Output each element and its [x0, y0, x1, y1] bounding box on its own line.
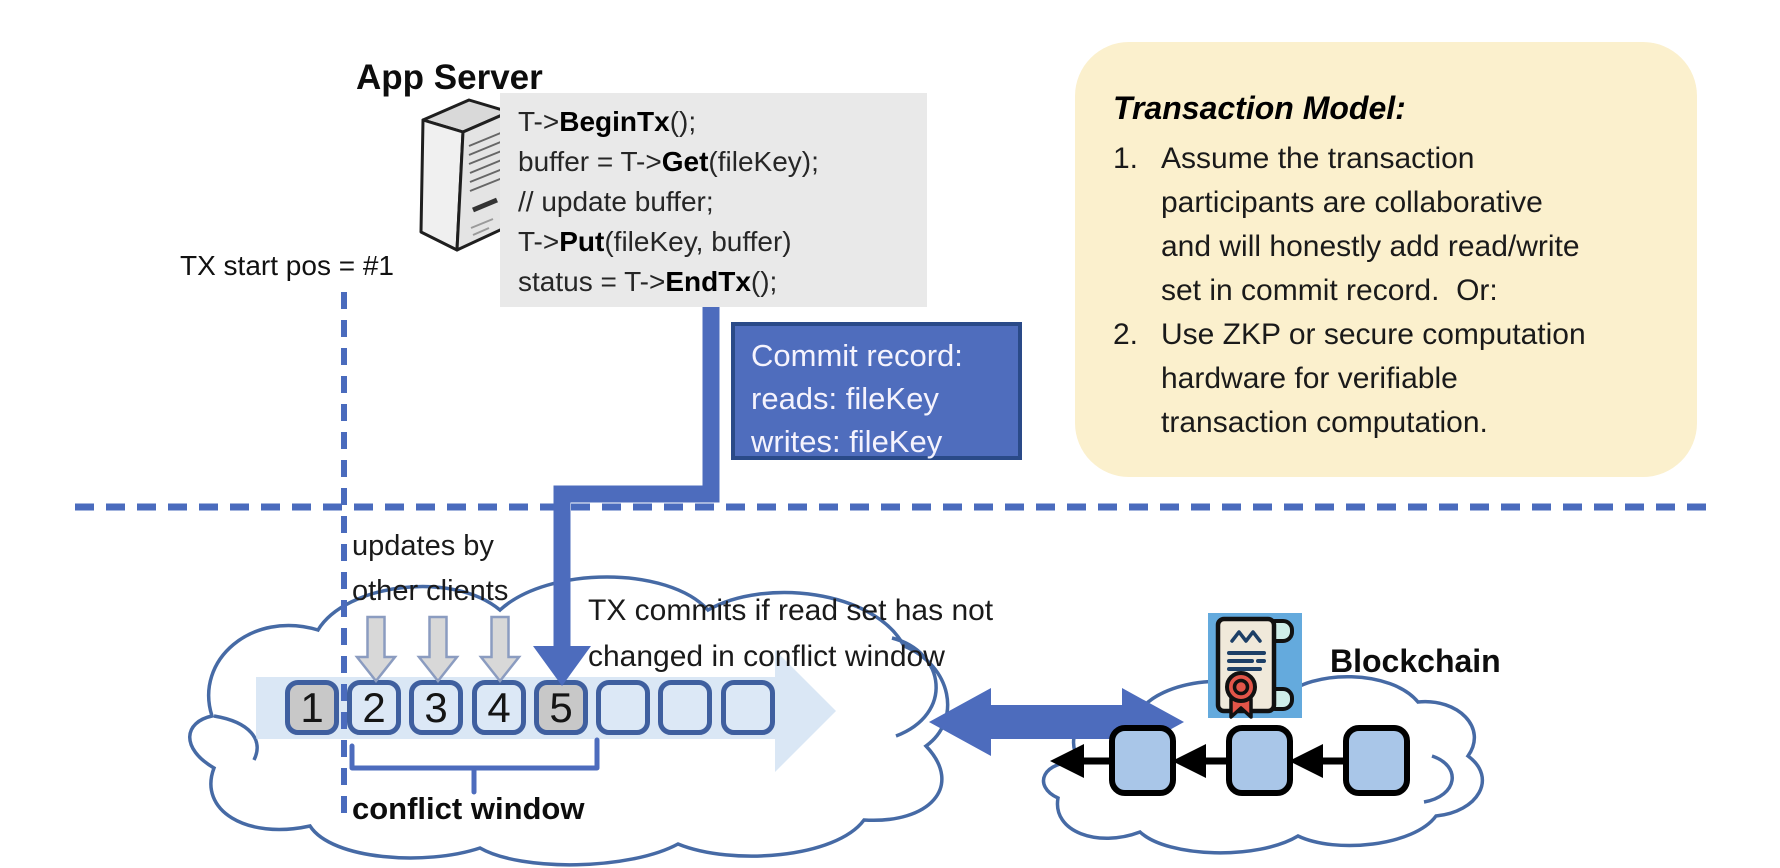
transaction-model-note: Transaction Model: 1. Assume the transac… — [1075, 42, 1697, 477]
updates-by-other-clients-label: updates by other clients — [352, 530, 509, 607]
timeline-block-2: 2 — [347, 680, 401, 735]
cloud-curl-right — [891, 636, 938, 738]
tx-commits-label: TX commits if read set has not changed i… — [588, 594, 994, 673]
code-line: buffer = T->Get(fileKey); — [518, 146, 819, 177]
timeline-block-7 — [658, 680, 712, 735]
blockchain-label: Blockchain — [1330, 643, 1501, 679]
cloud-curl-left — [213, 714, 259, 761]
commit-record-reads: reads: fileKey — [751, 381, 939, 416]
timeline-block-4: 4 — [472, 680, 526, 735]
blockchain-cloud — [1041, 674, 1484, 855]
transaction-model-item-1: 1. Assume the transaction participants a… — [1113, 142, 1580, 307]
code-line: // update buffer; — [518, 186, 714, 217]
commit-record-writes: writes: fileKey — [751, 424, 943, 459]
transaction-model-item-2: 2. Use ZKP or secure computation hardwar… — [1113, 318, 1586, 439]
code-line: T->Put(fileKey, buffer) — [518, 226, 792, 257]
code-line: status = T->EndTx(); — [518, 266, 778, 297]
commit-record-box: Commit record: reads: fileKey writes: fi… — [731, 322, 1022, 460]
transaction-model-title: Transaction Model: — [1113, 90, 1406, 126]
blockchain-cloud-curl — [1423, 754, 1454, 804]
timeline-block-3: 3 — [409, 680, 463, 735]
timeline-block-1: 1 — [285, 680, 339, 735]
timeline-block-8 — [721, 680, 775, 735]
conflict-window-label: conflict window — [352, 791, 585, 826]
code-block: T->BeginTx(); buffer = T->Get(fileKey); … — [500, 93, 927, 307]
code-line: T->BeginTx(); — [518, 106, 697, 137]
commit-record-title: Commit record: — [751, 338, 963, 373]
timeline-block-6 — [596, 680, 650, 735]
timeline-block-5: 5 — [534, 680, 588, 735]
tx-start-pos-label: TX start pos = #1 — [180, 250, 394, 281]
app-server-title: App Server — [356, 58, 543, 97]
